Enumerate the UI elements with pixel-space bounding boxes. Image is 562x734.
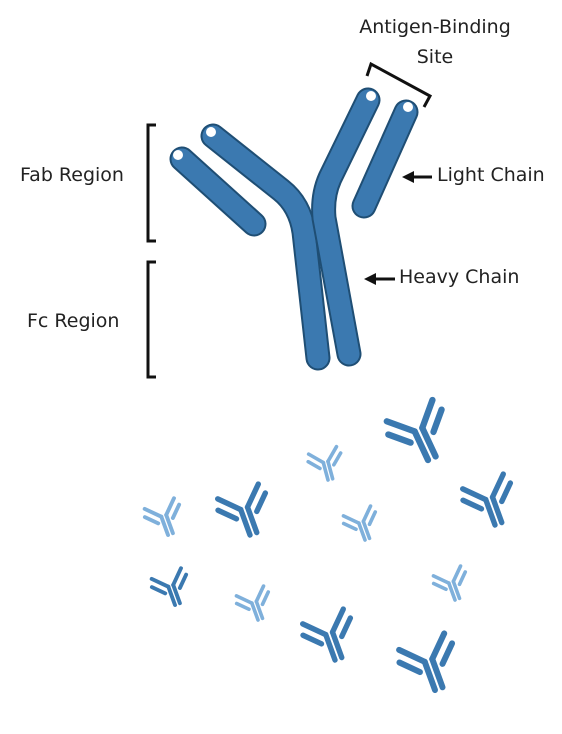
fab-region-bracket [146, 123, 156, 243]
small-antibody-icon [459, 473, 522, 533]
small-antibody-icon [147, 565, 197, 613]
small-antibody-icon [383, 398, 458, 470]
heavy-chain-arrow [364, 273, 395, 285]
small-antibody-icon [339, 503, 385, 547]
light-chain-label: Light Chain [437, 164, 545, 186]
antigen-binding-site-bracket [365, 61, 433, 108]
small-antibody-icon [429, 563, 475, 607]
fc-region-label: Fc Region [27, 310, 120, 332]
fab-region-label: Fab Region [20, 164, 124, 186]
brackets [146, 61, 433, 379]
light-chain-arrow [402, 171, 432, 183]
small-antibody-icon [304, 444, 349, 486]
antigen-binding-site-label-line2: Site [416, 46, 454, 68]
small-antibody-icon [395, 632, 465, 698]
arrows [364, 171, 432, 285]
small-antibody-icon [232, 583, 278, 627]
antigen-binding-site-label-line1: Antigen-Binding [359, 16, 511, 38]
small-antibody-icon [299, 608, 362, 668]
binding-site-notches [173, 91, 413, 160]
antibody-group [140, 398, 522, 698]
small-antibody-icon [140, 495, 190, 543]
small-antibody-icon [214, 483, 277, 543]
y-shaped-antibody-icon [169, 87, 419, 371]
fc-region-bracket [146, 260, 156, 379]
heavy-chain-label: Heavy Chain [399, 266, 520, 288]
